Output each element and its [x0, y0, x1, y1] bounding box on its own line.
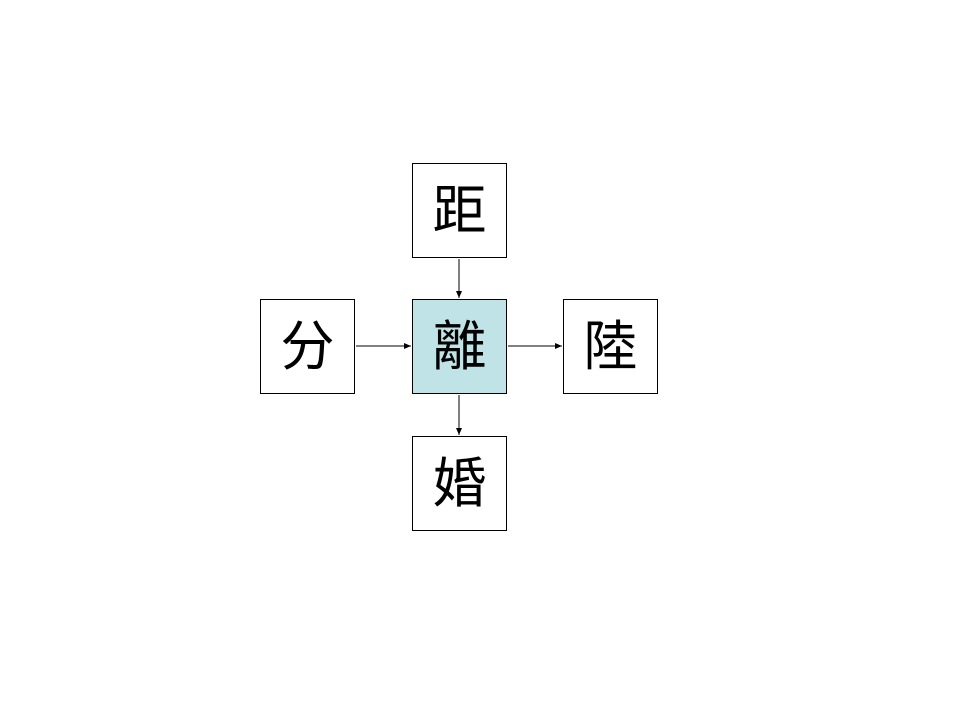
node-left: 分	[260, 299, 355, 394]
node-top: 距	[412, 163, 507, 258]
node-right: 陸	[563, 299, 658, 394]
node-bottom-label: 婚	[432, 451, 487, 515]
node-bottom: 婚	[412, 436, 507, 531]
node-left-label: 分	[280, 314, 335, 378]
node-top-label: 距	[432, 178, 487, 242]
node-center-label: 離	[432, 314, 487, 378]
node-center: 離	[412, 299, 507, 394]
node-right-label: 陸	[583, 314, 638, 378]
